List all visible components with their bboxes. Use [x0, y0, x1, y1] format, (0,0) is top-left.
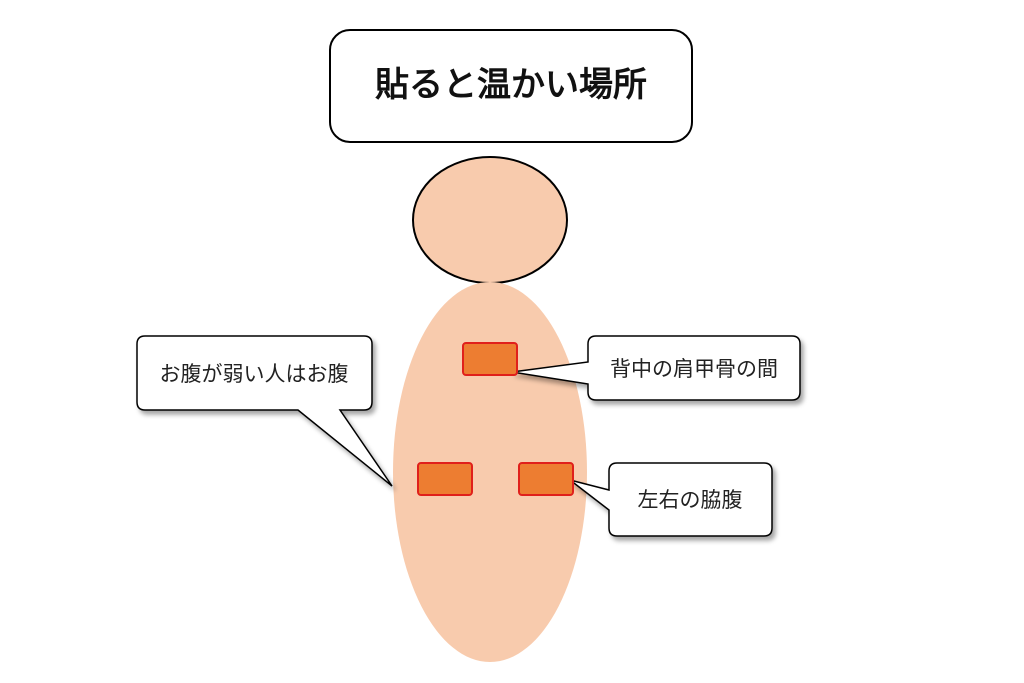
callout-shoulder-blades — [511, 335, 801, 401]
title-box: 貼ると温かい場所 — [329, 29, 693, 143]
callout-flanks-label: 左右の脇腹 — [638, 488, 743, 512]
figure-torso — [393, 282, 587, 662]
callout-stomach — [136, 335, 393, 487]
heat-patch-left-flank — [417, 462, 473, 496]
heat-patch-shoulder-blades — [462, 342, 518, 376]
callout-stomach-label: お腹が弱い人はお腹 — [160, 362, 349, 386]
heat-patch-right-flank — [518, 462, 574, 496]
diagram-title: 貼ると温かい場所 — [375, 65, 647, 105]
figure-head — [412, 156, 568, 284]
callout-flanks — [569, 462, 773, 537]
callout-shoulder-blades-label: 背中の肩甲骨の間 — [610, 357, 778, 381]
